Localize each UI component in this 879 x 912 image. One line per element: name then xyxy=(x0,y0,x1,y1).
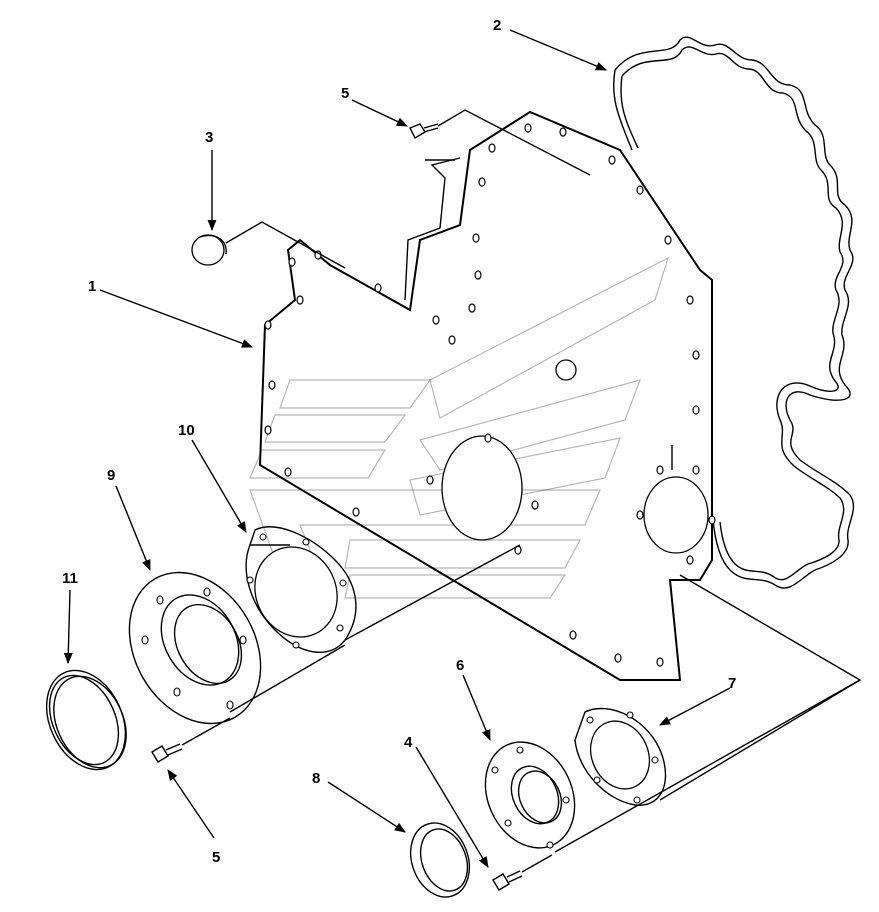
part-3-plug xyxy=(191,221,346,269)
callout-5-bottom: 5 xyxy=(212,849,220,866)
leader-1 xyxy=(99,289,254,348)
leader-5-bottom xyxy=(167,769,215,839)
callout-1: 1 xyxy=(88,278,96,295)
part-8-accessory-seal xyxy=(409,822,471,898)
callout-4: 4 xyxy=(404,734,413,751)
part-1-front-gear-cover xyxy=(258,110,716,681)
part-5-bolt-bottom xyxy=(151,717,231,763)
leader-2 xyxy=(509,29,608,71)
part-6-accessory-drive-cover xyxy=(484,741,576,849)
leader-5-top xyxy=(351,99,409,127)
leader-7 xyxy=(659,687,731,726)
callout-10: 10 xyxy=(178,422,195,439)
leader-10 xyxy=(191,439,247,533)
part-7-accessory-gasket xyxy=(554,574,862,853)
leader-4 xyxy=(415,746,489,868)
part-5-bolt-top xyxy=(409,109,591,176)
plate-bolt-holes xyxy=(264,123,716,667)
plate-crank-opening xyxy=(441,435,523,541)
part-9-front-seal-housing xyxy=(128,571,346,725)
callout-11: 11 xyxy=(62,570,78,587)
plate-opening xyxy=(555,359,577,381)
callout-5-top: 5 xyxy=(341,85,349,102)
callout-9: 9 xyxy=(107,467,115,484)
leader-9 xyxy=(115,485,151,572)
callout-3: 3 xyxy=(205,129,213,146)
callout-6: 6 xyxy=(456,657,464,674)
callout-labels: 1 2 3 4 5 5 6 7 8 9 10 11 xyxy=(62,17,736,866)
callout-7: 7 xyxy=(728,675,736,692)
watermark-logo xyxy=(249,256,669,601)
callout-2: 2 xyxy=(493,17,501,34)
leader-11 xyxy=(63,589,73,665)
part-11-oil-seal xyxy=(45,669,127,771)
leader-8 xyxy=(327,781,406,833)
plate-accessory-opening xyxy=(643,476,709,554)
part-4-cap-screw xyxy=(492,854,553,891)
part-10-seal-gasket xyxy=(245,526,521,654)
leader-6 xyxy=(462,674,491,742)
callout-8: 8 xyxy=(312,770,320,787)
part-2-gear-housing-gasket xyxy=(612,36,855,589)
leader-lines xyxy=(63,29,731,868)
